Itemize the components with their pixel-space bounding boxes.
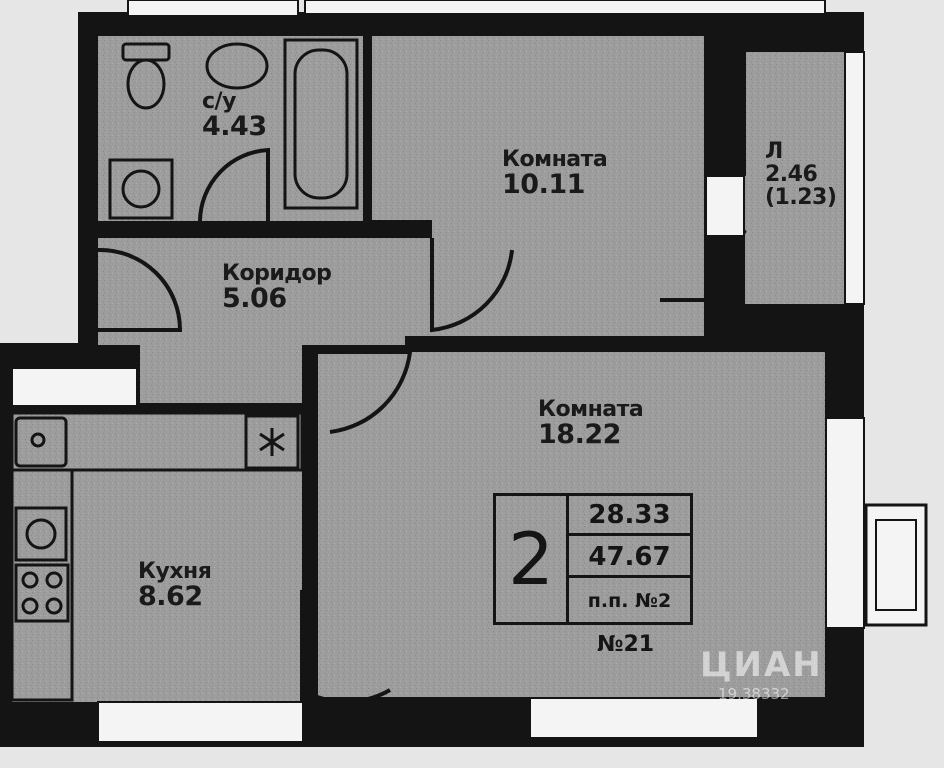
sink-icon	[205, 42, 269, 90]
apartment-number: №21	[597, 632, 655, 657]
wall-room-large-top	[405, 336, 845, 352]
wall-corridor-large	[302, 345, 318, 605]
window-kitchen-bottom	[97, 701, 304, 743]
wall-room-balcony	[704, 36, 746, 176]
room-large-name: Комната	[538, 397, 644, 422]
stove-icon	[14, 563, 70, 623]
corridor-name: Коридор	[222, 261, 332, 286]
room-small-area: 10.11	[502, 169, 585, 201]
wall-corridor-left	[78, 238, 98, 328]
corridor-area: 5.06	[222, 283, 287, 315]
door-kitchen[interactable]	[300, 600, 391, 704]
watermark: ЦИАН 19.38332	[700, 645, 823, 703]
window-room-large-bottom	[529, 697, 759, 739]
balcony-name: Л	[765, 139, 783, 164]
kitchen-counter-left	[10, 468, 74, 702]
room-small-name: Комната	[502, 147, 608, 172]
watermark-brand: ЦИАН	[700, 645, 823, 685]
appliance-icon	[14, 506, 68, 562]
door-bathroom[interactable]	[198, 147, 270, 222]
bathroom-area: 4.43	[202, 111, 267, 143]
room-large-area: 18.22	[538, 419, 621, 451]
wall-kitchen-top	[12, 403, 312, 413]
watermark-id: 19.38332	[718, 685, 790, 703]
balcony-area: 2.46	[765, 162, 818, 188]
window-balcony-right	[844, 51, 865, 305]
corridor-floor	[98, 238, 430, 405]
wall-bath-room	[363, 36, 372, 236]
door-room-large[interactable]	[318, 350, 413, 434]
kitchen-sink-icon	[14, 416, 68, 468]
toilet-icon	[121, 42, 171, 110]
ac-unit-inner	[875, 519, 917, 611]
label-bathroom: с/у 4.43	[202, 90, 267, 141]
door-corridor-left[interactable]	[97, 247, 183, 332]
wall-room-corridor	[370, 220, 432, 238]
bathroom-floor	[98, 36, 363, 221]
label-corridor: Коридор 5.06	[222, 261, 332, 315]
wall-bath-corridor	[98, 221, 368, 235]
apartment-summary: 2 28.33 47.67 п.п. №2	[493, 493, 693, 625]
living-area: 28.33	[569, 496, 690, 536]
window-room-large-right	[825, 417, 865, 629]
room-count: 2	[496, 496, 569, 622]
label-balcony: Л 2.46 (1.23)	[765, 139, 837, 211]
washing-machine-icon	[108, 158, 174, 220]
bathroom-name: с/у	[202, 89, 236, 114]
label-room-large: Комната 18.22	[538, 397, 644, 451]
window-top-right	[304, 0, 826, 15]
window-kitchen-left	[11, 367, 138, 407]
window-balcony-door	[705, 175, 745, 237]
label-kitchen: Кухня 8.62	[138, 559, 212, 613]
total-area: 47.67	[569, 538, 690, 578]
kitchen-counter-top	[10, 411, 304, 472]
wall-kitchen-large	[300, 590, 318, 705]
room-large-floor	[315, 352, 825, 697]
door-balcony[interactable]	[660, 229, 747, 302]
label-room-small: Комната 10.11	[502, 147, 608, 201]
window-bathroom-top	[127, 0, 299, 17]
balcony-floor	[745, 52, 845, 304]
kitchen-area: 8.62	[138, 581, 203, 613]
door-room-small[interactable]	[430, 238, 514, 333]
kitchen-name: Кухня	[138, 559, 212, 584]
balcony-area-coef: (1.23)	[765, 185, 837, 211]
bathtub-icon	[283, 38, 359, 210]
ventilation-shaft-icon	[244, 414, 300, 470]
floor-label: п.п. №2	[587, 590, 672, 612]
